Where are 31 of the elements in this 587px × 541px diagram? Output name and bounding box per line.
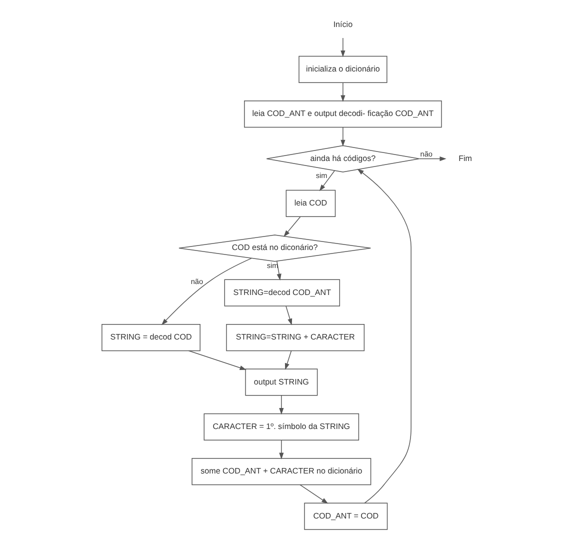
- arrow: [276, 260, 282, 280]
- node-box: leia COD_ANT e output decodi- ficação COD_ANT: [244, 100, 442, 128]
- arrow: [340, 126, 346, 147]
- node-box: COD_ANT = COD: [304, 502, 388, 530]
- arrow: [279, 440, 284, 460]
- node-box: leia COD: [286, 190, 336, 218]
- arrow: [419, 156, 446, 162]
- node-text: Fim: [458, 154, 472, 163]
- edge-label: não: [420, 150, 433, 159]
- edge-label: não: [190, 277, 204, 286]
- arrow: [340, 82, 346, 102]
- arrow: [357, 168, 412, 504]
- node-box: inicializa o dicionário: [298, 56, 388, 83]
- arrow: [161, 258, 252, 326]
- arrow: [284, 350, 292, 370]
- arrow: [284, 216, 301, 237]
- arrow: [319, 170, 336, 192]
- node-box: STRING=STRING + CARACTER: [226, 324, 365, 352]
- node-box: some COD_ANT + CARACTER no dicionário: [192, 458, 372, 486]
- node-box: STRING = decod COD: [102, 324, 200, 352]
- arrow: [286, 306, 292, 326]
- arrow: [340, 38, 346, 58]
- node-text: Início: [333, 20, 353, 29]
- node-box: STRING=decod COD_ANT: [224, 279, 340, 306]
- arrow: [279, 395, 284, 415]
- edge-label: sim: [316, 171, 328, 180]
- node-diamond: ainda há códigos?: [266, 145, 420, 172]
- node-box: output STRING: [245, 368, 318, 396]
- arrow: [188, 350, 246, 370]
- node-box: CARACTER = 1º. símbolo da STRING: [204, 413, 360, 440]
- node-diamond: COD está no diconário?: [178, 234, 372, 262]
